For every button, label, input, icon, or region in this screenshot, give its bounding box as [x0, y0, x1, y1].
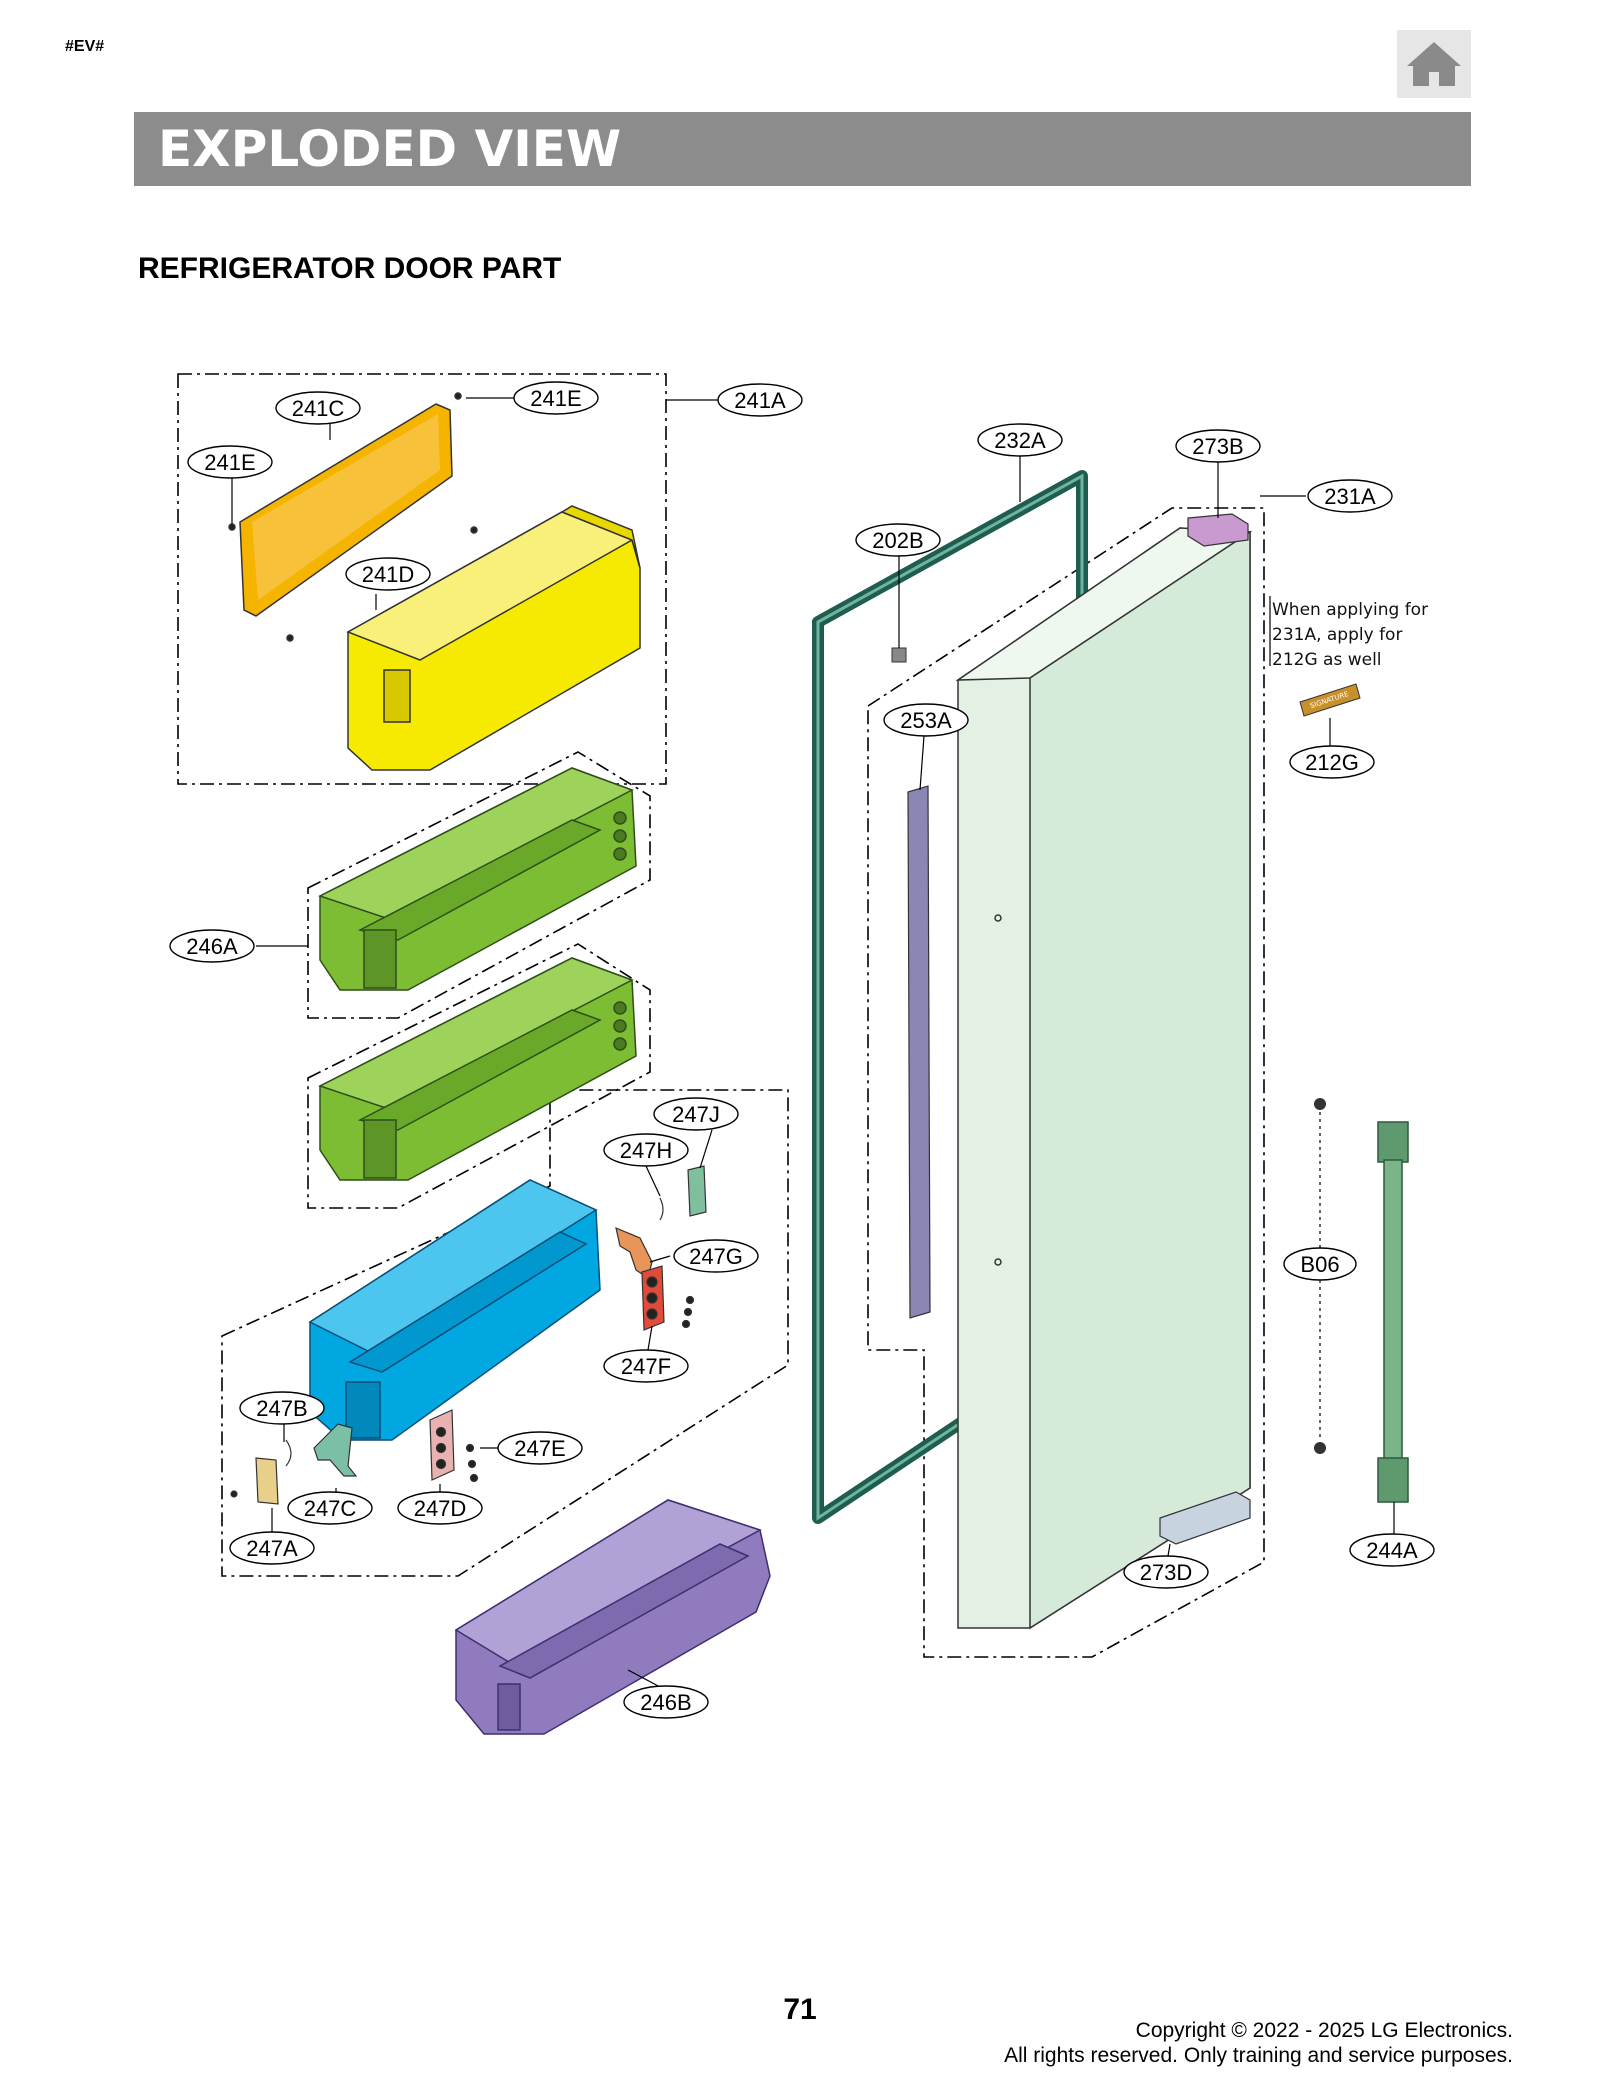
label-241C: 241C — [275, 391, 361, 425]
label-241E-top: 241E — [513, 381, 599, 415]
part-247H — [659, 1197, 664, 1221]
svg-text:247G: 247G — [689, 1244, 743, 1269]
label-244A: 244A — [1349, 1533, 1435, 1567]
label-212G: 212G — [1289, 745, 1375, 779]
group-outline-bin2 — [307, 943, 651, 1209]
page-tag: #EV# — [65, 38, 105, 55]
svg-text:247E: 247E — [514, 1436, 565, 1461]
label-247C: 247C — [287, 1491, 373, 1525]
svg-text:241D: 241D — [362, 562, 415, 587]
label-231A: 231A — [1307, 479, 1393, 513]
page-number: 71 — [783, 1993, 817, 2026]
group-outline-door — [867, 507, 1265, 1658]
part-202B — [891, 647, 907, 663]
note-line-1: When applying for — [1272, 600, 1428, 620]
svg-text:202B: 202B — [872, 528, 923, 553]
label-247A: 247A — [229, 1531, 315, 1565]
svg-text:212G: 212G — [1305, 750, 1359, 775]
label-232A: 232A — [977, 423, 1063, 457]
part-273B — [1187, 513, 1249, 547]
door-bin-247-blue — [308, 1179, 601, 1441]
part-labels: 241C 241E 241A 241E 241D 232A 273B 231A … — [169, 381, 1435, 1719]
copyright-line-1: Copyright © 2022 - 2025 LG Electronics. — [1135, 2019, 1513, 2042]
label-253A: 253A — [883, 703, 969, 737]
banner-title: EXPLODED VIEW — [158, 120, 622, 178]
svg-text:247J: 247J — [672, 1102, 720, 1127]
svg-text:247D: 247D — [414, 1496, 467, 1521]
door-bin-246A-lower — [318, 957, 637, 1181]
label-247H: 247H — [603, 1133, 689, 1167]
svg-text:247H: 247H — [620, 1138, 673, 1163]
svg-text:B06: B06 — [1300, 1252, 1339, 1277]
label-247G: 247G — [673, 1239, 759, 1273]
part-247A — [255, 1457, 279, 1505]
home-button[interactable] — [1397, 30, 1471, 98]
door-panel-231A — [955, 527, 1253, 1630]
label-247E: 247E — [497, 1431, 583, 1465]
label-246A: 246A — [169, 929, 255, 963]
label-241D: 241D — [345, 557, 431, 591]
door-bin-246A-upper — [318, 767, 637, 991]
group-outline-241A — [177, 373, 667, 785]
label-247B: 247B — [239, 1391, 325, 1425]
svg-text:241C: 241C — [292, 396, 345, 421]
label-246B: 246B — [623, 1685, 709, 1719]
part-253A — [907, 785, 931, 1319]
svg-text:241A: 241A — [734, 388, 786, 413]
label-247D: 247D — [397, 1491, 483, 1525]
label-273B: 273B — [1175, 429, 1261, 463]
group-outline-247 — [221, 1089, 789, 1577]
small-parts-247 — [230, 1165, 707, 1505]
copyright-notice: Copyright © 2022 - 2025 LG Electronics. … — [1004, 2018, 1513, 2068]
home-icon — [1407, 42, 1461, 86]
svg-text:241E: 241E — [530, 386, 581, 411]
label-273D: 273D — [1123, 1555, 1209, 1589]
door-handle-244A — [1377, 1121, 1409, 1503]
svg-text:273D: 273D — [1140, 1560, 1193, 1585]
svg-text:247C: 247C — [304, 1496, 357, 1521]
label-241A: 241A — [717, 383, 803, 417]
part-247C — [313, 1423, 358, 1477]
copyright-line-2: All rights reserved. Only training and s… — [1004, 2044, 1513, 2067]
part-273D — [1159, 1491, 1251, 1545]
svg-text:231A: 231A — [1324, 484, 1376, 509]
label-247J: 247J — [653, 1097, 739, 1131]
label-202B: 202B — [855, 523, 941, 557]
section-banner: EXPLODED VIEW — [134, 112, 1471, 186]
section-subtitle: REFRIGERATOR DOOR PART — [138, 252, 562, 285]
note-line-3: 212G as well — [1272, 650, 1382, 670]
svg-text:253A: 253A — [900, 708, 952, 733]
svg-text:273B: 273B — [1192, 434, 1243, 459]
label-247F: 247F — [603, 1349, 689, 1383]
replacement-note: When applying for 231A, apply for 212G a… — [1269, 596, 1428, 670]
svg-text:246A: 246A — [186, 934, 238, 959]
top-bin-241 — [228, 392, 641, 771]
group-outline-bin1 — [307, 751, 651, 1019]
svg-text:241E: 241E — [204, 450, 255, 475]
svg-text:247F: 247F — [621, 1354, 671, 1379]
label-241E-left: 241E — [187, 445, 273, 479]
part-212G-badge: SIGNATURE — [1299, 683, 1361, 717]
svg-text:246B: 246B — [640, 1690, 691, 1715]
svg-text:232A: 232A — [994, 428, 1046, 453]
svg-text:247B: 247B — [256, 1396, 307, 1421]
svg-text:247A: 247A — [246, 1536, 298, 1561]
note-line-2: 231A, apply for — [1272, 625, 1402, 645]
label-B06: B06 — [1283, 1247, 1357, 1281]
door-bin-246B — [454, 1499, 771, 1735]
svg-text:244A: 244A — [1366, 1538, 1418, 1563]
part-247J — [687, 1165, 707, 1217]
